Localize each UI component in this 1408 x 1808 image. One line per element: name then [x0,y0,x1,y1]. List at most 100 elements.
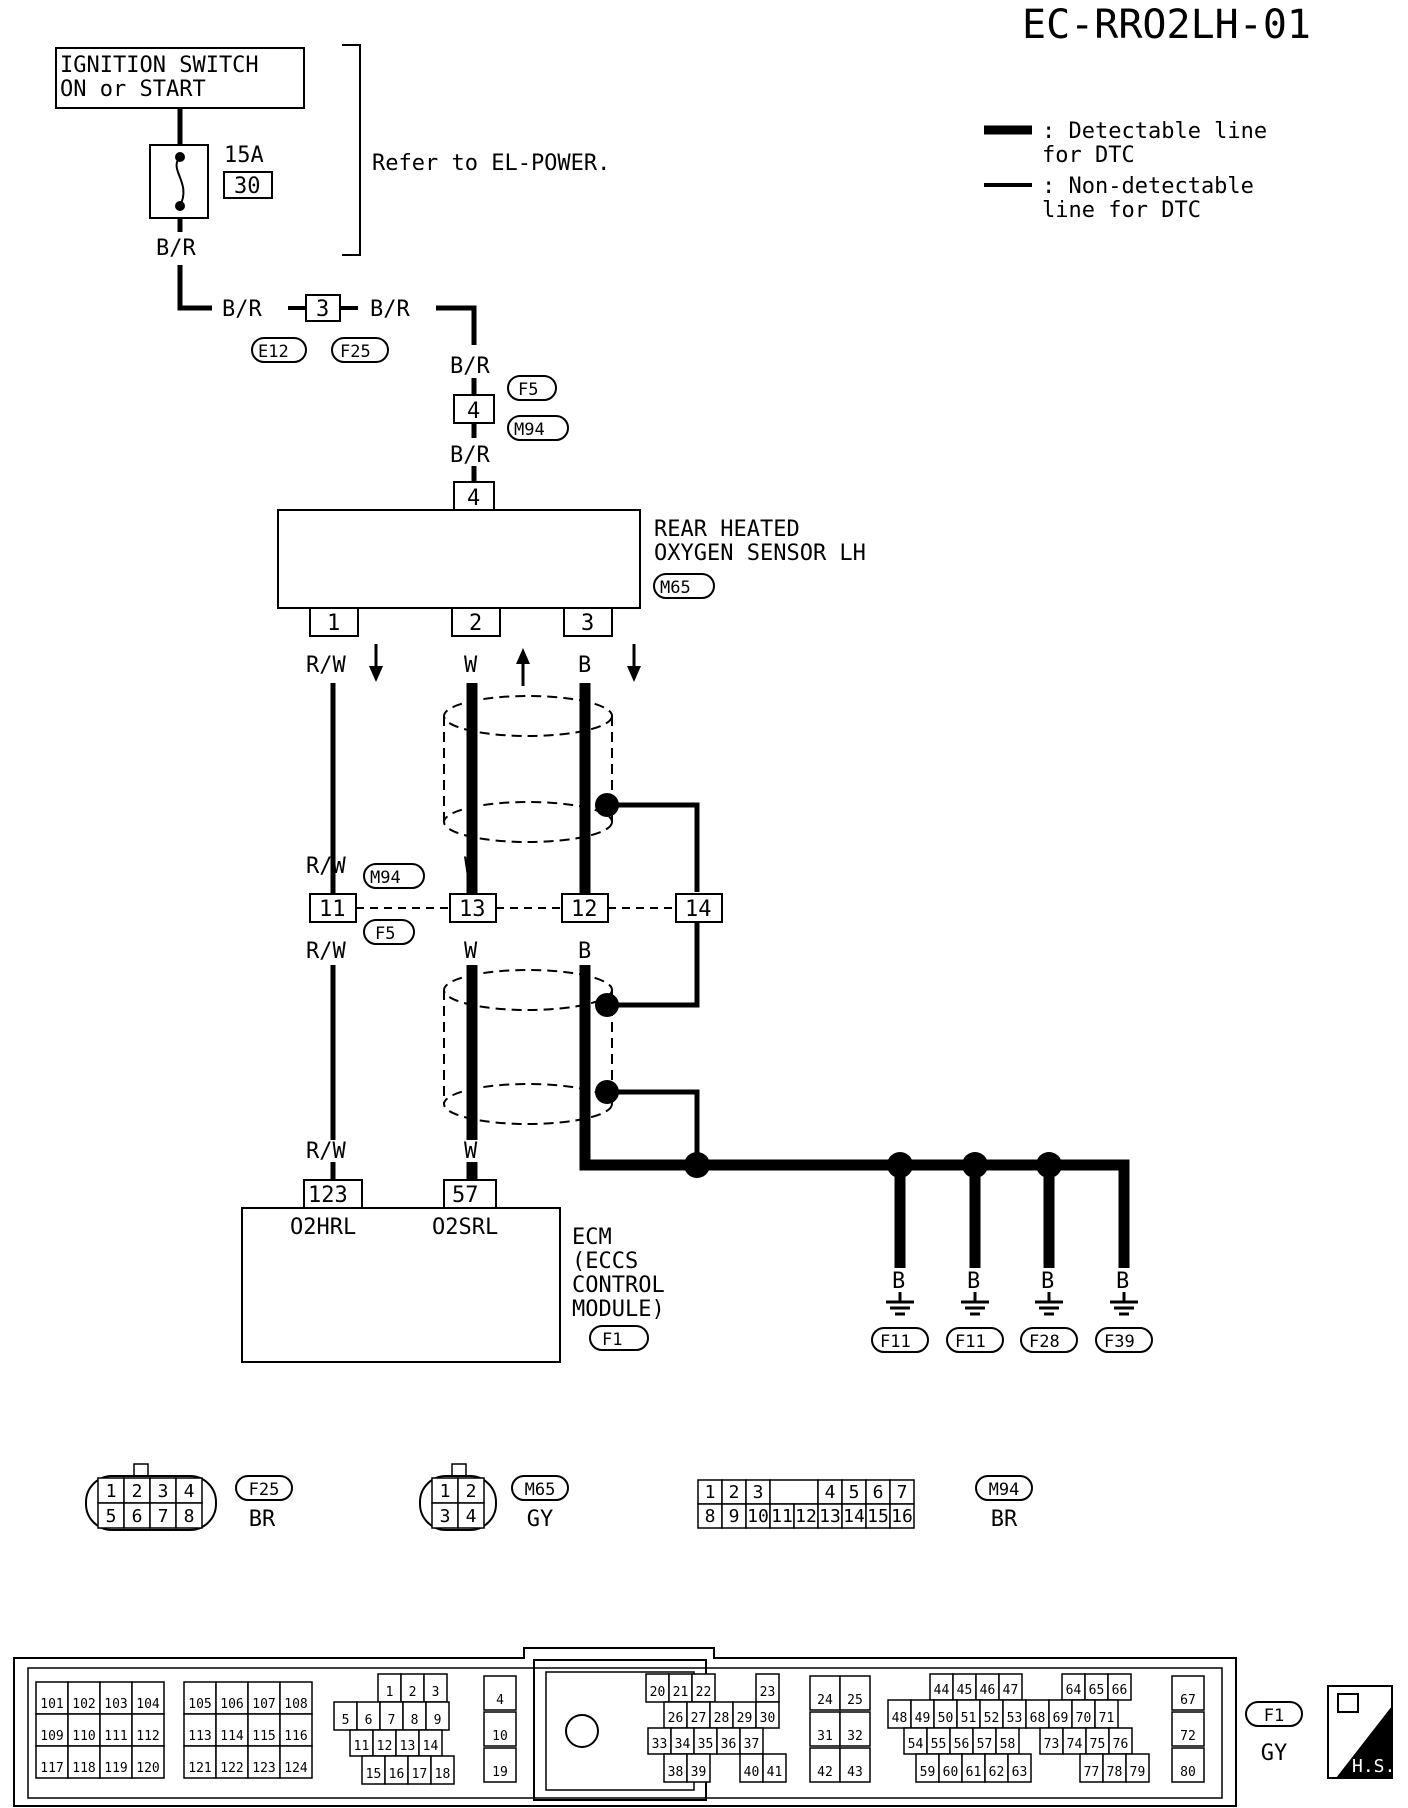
f1-pin: 66 [1112,1683,1128,1698]
m65-pin: 3 [440,1506,451,1527]
f1-pin: 67 [1180,1693,1196,1708]
wire-color-rw-f5: R/W [306,939,346,964]
f1-pin: 15 [366,1767,382,1782]
svg-text:F5: F5 [375,924,395,944]
f1-pin: 105 [188,1697,211,1712]
wire-shield-drain-upper [607,802,700,892]
ecm-pin-123: 123 [308,1183,348,1208]
f1-pin: 29 [737,1711,753,1726]
svg-text:F25: F25 [249,1480,280,1500]
f1-pin: 53 [1007,1711,1023,1726]
f1-pin: 111 [104,1729,127,1744]
connector-f5-m94-power-pin: 4 [467,399,480,424]
connector-tag-f25: F25 [331,337,389,363]
f1-pin: 48 [892,1711,908,1726]
f1-pin: 17 [412,1767,428,1782]
plug-icon [1337,1693,1359,1713]
wire-br-2 [436,305,477,345]
f1-pin: 27 [691,1711,707,1726]
f1-pin: 124 [284,1761,308,1776]
ecm-terminal-o2hrl: O2HRL [290,1215,356,1240]
f1-pin: 54 [908,1737,924,1752]
f1-pin: 13 [400,1739,416,1754]
wire-color-b-top: B [578,653,591,678]
f1-pin: 109 [40,1729,63,1744]
wire-shield-drain-lower [607,1089,700,1160]
f25-pin: 4 [184,1481,195,1502]
fuse-number-box [223,171,273,199]
f1-pin: 32 [847,1729,863,1744]
m65-pin: 4 [466,1506,477,1527]
f1-pin: 37 [744,1737,760,1752]
connector-tag-f1: F1 [589,1325,649,1351]
sensor-pin-1: 1 [327,611,340,636]
f1-pin: 2 [409,1685,417,1700]
wire-shield-drain-m94 [607,922,700,1008]
f1-pin: 22 [696,1685,712,1700]
wire-color-rw-ecm: R/W [306,1139,346,1164]
f1-pin: 44 [934,1683,950,1698]
connector-tag-f5-mid: F5 [363,919,415,945]
f1-pin: 72 [1180,1729,1196,1744]
m94-pin-12: 12 [571,897,598,922]
svg-text:F5: F5 [518,380,538,400]
ecm-box [241,1207,561,1363]
f1-pin: 120 [136,1761,159,1776]
m94-pin: 8 [705,1506,716,1527]
f1-pin: 117 [40,1761,63,1776]
hs-badge-text: H.S. [1352,1756,1395,1777]
f1-pin: 41 [767,1765,783,1780]
f1-pin: 116 [284,1729,307,1744]
f1-pin: 10 [492,1729,508,1744]
f1-pin: 26 [668,1711,684,1726]
f1-pin: 107 [252,1697,275,1712]
f1-pin: 34 [675,1737,691,1752]
m94-pin: 7 [897,1482,908,1503]
f25-pin: 6 [132,1506,143,1527]
arrow-up-w [516,648,530,686]
m94-pin: 3 [753,1482,764,1503]
f1-pin: 102 [72,1697,95,1712]
f1-pin: 46 [980,1683,996,1698]
f1-pin: 69 [1053,1711,1069,1726]
f1-pin: 123 [252,1761,275,1776]
svg-text:F28: F28 [1029,1332,1060,1352]
f1-pin: 114 [220,1729,244,1744]
f25-pin: 7 [158,1506,169,1527]
f1-pin: 35 [698,1737,714,1752]
f1-pin: 115 [252,1729,275,1744]
ground-bus [579,1159,1130,1268]
f1-pin: 30 [760,1711,776,1726]
f1-pin: 74 [1067,1737,1083,1752]
f1-pin: 52 [984,1711,1000,1726]
svg-text:B: B [1116,1269,1129,1294]
page-code: EC-RRO2LH-01 [1022,2,1311,48]
svg-text:GY: GY [527,1507,554,1532]
m94-pin: 14 [843,1506,865,1527]
f1-pin: 113 [188,1729,211,1744]
f1-pin: 118 [72,1761,95,1776]
f1-pin: 21 [673,1685,689,1700]
f1-pin: 70 [1076,1711,1092,1726]
f1-pin: 60 [943,1765,959,1780]
m94-pin: 5 [849,1482,860,1503]
f1-pin: 101 [40,1697,63,1712]
svg-text:F1: F1 [602,1330,622,1350]
connector-tag-f5: F5 [507,375,557,401]
wire-color-br-2: B/R [222,297,262,322]
f25-pin: 8 [184,1506,195,1527]
f1-pin: 57 [977,1737,993,1752]
ground-f28: B F28 [1020,1269,1078,1353]
f1-pin: 6 [365,1713,373,1728]
m65-pin: 1 [440,1481,451,1502]
f1-pin: 78 [1107,1765,1123,1780]
f1-pin: 43 [847,1765,863,1780]
f1-pin: 51 [961,1711,977,1726]
f1-pin: 36 [721,1737,737,1752]
